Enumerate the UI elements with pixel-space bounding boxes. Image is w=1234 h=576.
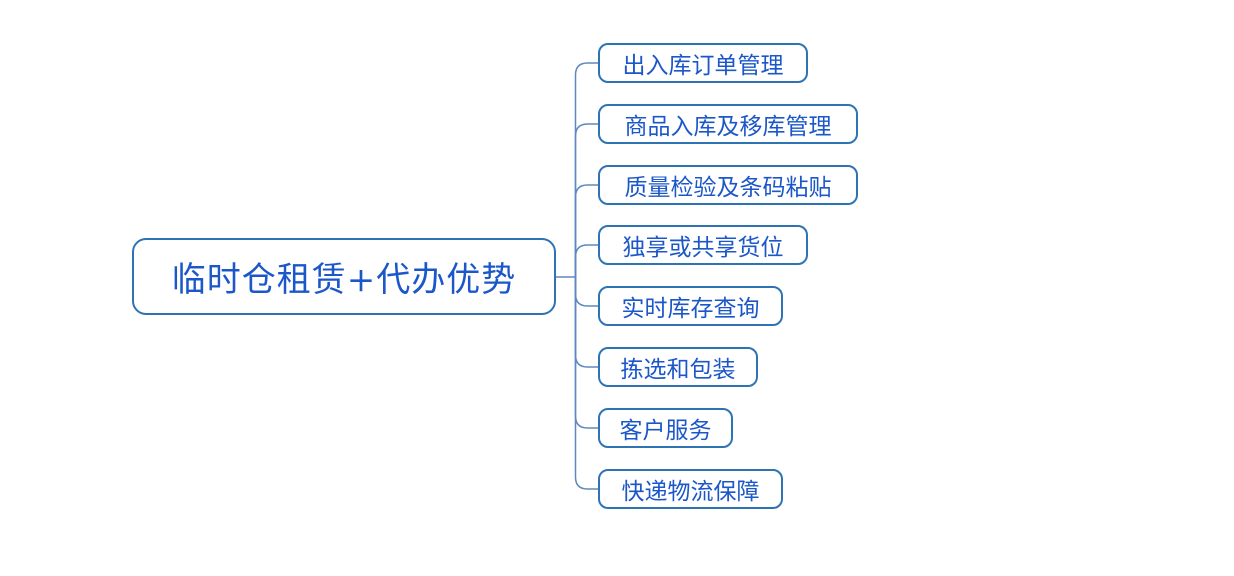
connector-line bbox=[574, 184, 598, 277]
connector-line bbox=[574, 277, 598, 490]
root-node[interactable]: 临时仓租赁+代办优势 bbox=[132, 238, 556, 315]
branch-node-picking-packing[interactable]: 拣选和包装 bbox=[598, 347, 758, 387]
connector-line bbox=[574, 123, 598, 277]
branch-node-warehousing-relocation[interactable]: 商品入库及移库管理 bbox=[598, 104, 858, 144]
branch-node-quality-barcode[interactable]: 质量检验及条码粘贴 bbox=[598, 165, 858, 205]
connector-line bbox=[574, 277, 598, 368]
branch-node-logistics-guarantee[interactable]: 快递物流保障 bbox=[598, 469, 783, 509]
connector-line bbox=[574, 277, 598, 429]
branch-node-inventory-query[interactable]: 实时库存查询 bbox=[598, 286, 783, 326]
branch-node-customer-service[interactable]: 客户服务 bbox=[598, 408, 733, 448]
branch-node-storage-slots[interactable]: 独享或共享货位 bbox=[598, 225, 808, 265]
connector-line bbox=[574, 277, 598, 307]
connector-line bbox=[574, 62, 598, 277]
branch-node-order-management[interactable]: 出入库订单管理 bbox=[598, 43, 808, 83]
connector-line bbox=[574, 244, 598, 277]
